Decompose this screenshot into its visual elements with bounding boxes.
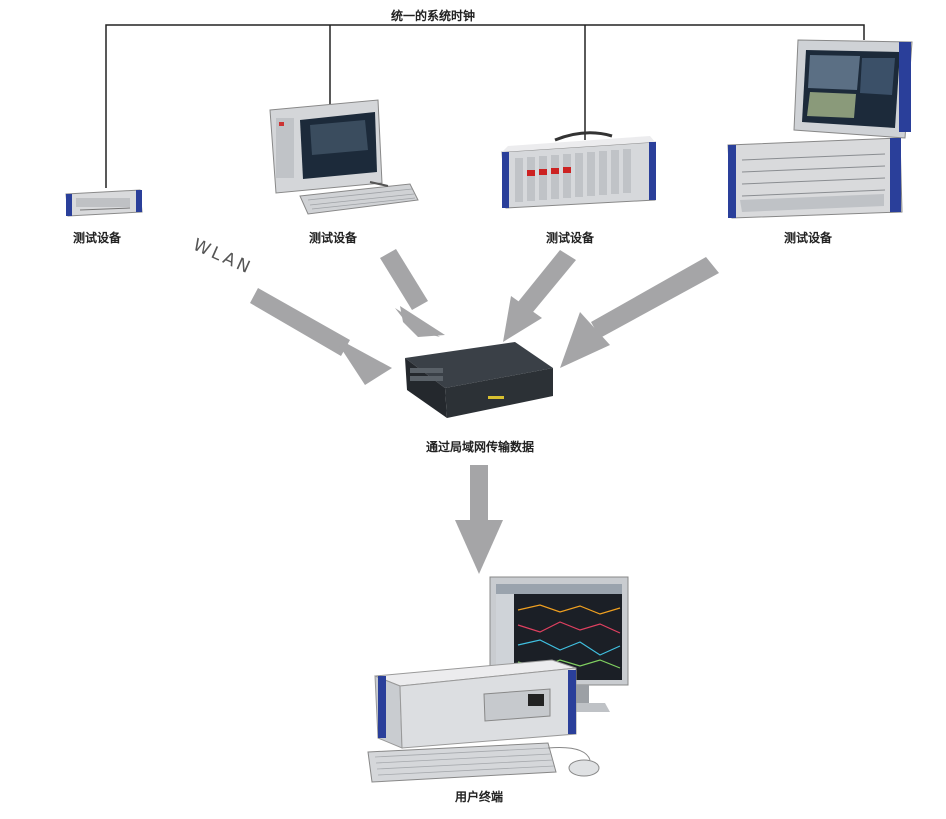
device-label-3: 测试设备: [545, 231, 595, 245]
device-label-1: 测试设备: [72, 231, 122, 245]
device-label-4: 测试设备: [783, 231, 833, 245]
clock-bus: [105, 24, 865, 188]
terminal-label: 用户终端: [454, 790, 504, 804]
network-switch-icon: [405, 342, 553, 418]
switch-label: 通过局域网传输数据: [425, 440, 535, 454]
clock-label: 统一的系统时钟: [390, 9, 476, 23]
arrow-device-2: [380, 249, 445, 337]
rack-chassis-icon: [501, 131, 656, 209]
device-label-2: 测试设备: [308, 231, 358, 245]
arrow-to-terminal: [455, 465, 503, 574]
portable-computer-icon: [269, 99, 419, 215]
arrow-wlan: [250, 288, 392, 385]
arrow-device-3: [503, 250, 576, 342]
rugged-laptop-daq-icon: [727, 39, 913, 219]
arrow-device-4: [560, 257, 719, 368]
compact-daq-icon: [65, 189, 143, 217]
workstation-icon: [367, 576, 629, 783]
